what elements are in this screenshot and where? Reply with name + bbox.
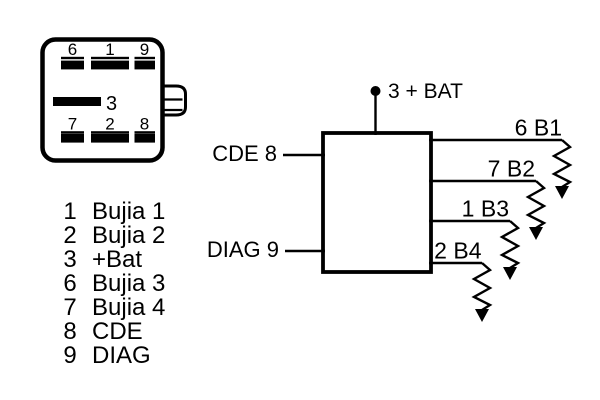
output-b2: 7 B2 [429,156,547,240]
legend-pin-label: Bujia 1 [92,198,165,225]
legend-pin-number: 8 [63,318,76,345]
pin-slot [61,133,84,143]
resistor-zigzag-icon [525,180,547,230]
input-label-cde: CDE 8 [212,141,277,166]
output-b1: 6 B1 [429,115,573,199]
legend-pin-label: CDE [92,318,143,345]
output-label: 6 B1 [515,115,562,141]
connector-pinout: 6 1 9 3 7 2 8 [40,37,187,163]
pin-slot [134,133,155,143]
pin-slot [134,60,155,70]
arrow-down-icon [529,227,543,240]
battery-label: 3 + BAT [388,80,463,103]
connector-top-row: 6 1 9 [61,40,155,70]
legend-pin-number: 1 [63,198,76,225]
pin-underline [61,56,84,60]
pin-underline [91,56,129,60]
legend-pin-label: DIAG [92,342,151,369]
legend-pin-label: Bujia 2 [92,222,165,249]
arrow-down-icon [475,309,489,322]
control-unit-schematic: 3 + BAT CDE 8 DIAG 9 6 B1 7 B2 [207,80,573,322]
pin-slot [91,60,129,70]
legend-pin-number: 2 [63,222,76,249]
legend-pin-label: +Bat [92,246,142,273]
pin-number: 7 [68,115,77,134]
glow-plug-symbol [525,180,547,240]
output-b4: 2 B4 [429,238,493,322]
pin-number: 2 [105,115,114,134]
connector-outline [40,37,165,163]
output-b3: 1 B3 [429,196,521,280]
pin-number: 9 [140,40,149,59]
resistor-zigzag-icon [499,220,521,270]
output-label: 1 B3 [462,196,509,222]
legend-pin-number: 6 [63,270,76,297]
legend-pin-label: Bujia 3 [92,270,165,297]
legend-pin-label: Bujia 4 [92,294,165,321]
latch-outline [164,84,187,117]
glow-plug-symbol [471,262,493,322]
legend-pin-number: 7 [63,294,76,321]
output-label: 7 B2 [488,156,535,182]
pin-underline [61,131,84,134]
pin-number: 1 [105,40,114,59]
pin-slot [91,133,129,143]
resistor-zigzag-icon [551,139,573,189]
arrow-down-icon [555,186,569,199]
pin-number: 8 [140,115,149,134]
glow-plug-symbol [499,220,521,280]
pin-underline [134,131,155,134]
pin-number: 3 [106,93,117,115]
pin-underline [91,131,129,134]
output-label: 2 B4 [434,238,482,264]
pin-slot [53,97,101,106]
input-label-diag: DIAG 9 [207,237,279,262]
connector-latch [164,84,187,117]
pin-number: 6 [68,40,77,59]
pin-slot [61,60,84,70]
resistor-zigzag-icon [471,262,493,312]
glow-plug-symbol [551,139,573,199]
pin-underline [134,56,155,60]
arrow-down-icon [503,267,517,280]
legend-pin-number: 9 [63,342,76,369]
legend-pin-number: 3 [63,246,76,273]
connector-bottom-row: 7 2 8 [61,115,155,143]
connector-middle-pin: 3 [53,93,117,115]
pin-legend: 1 Bujia 1 2 Bujia 2 3 +Bat 6 Bujia 3 7 B… [63,198,165,369]
control-unit-box [321,131,433,274]
